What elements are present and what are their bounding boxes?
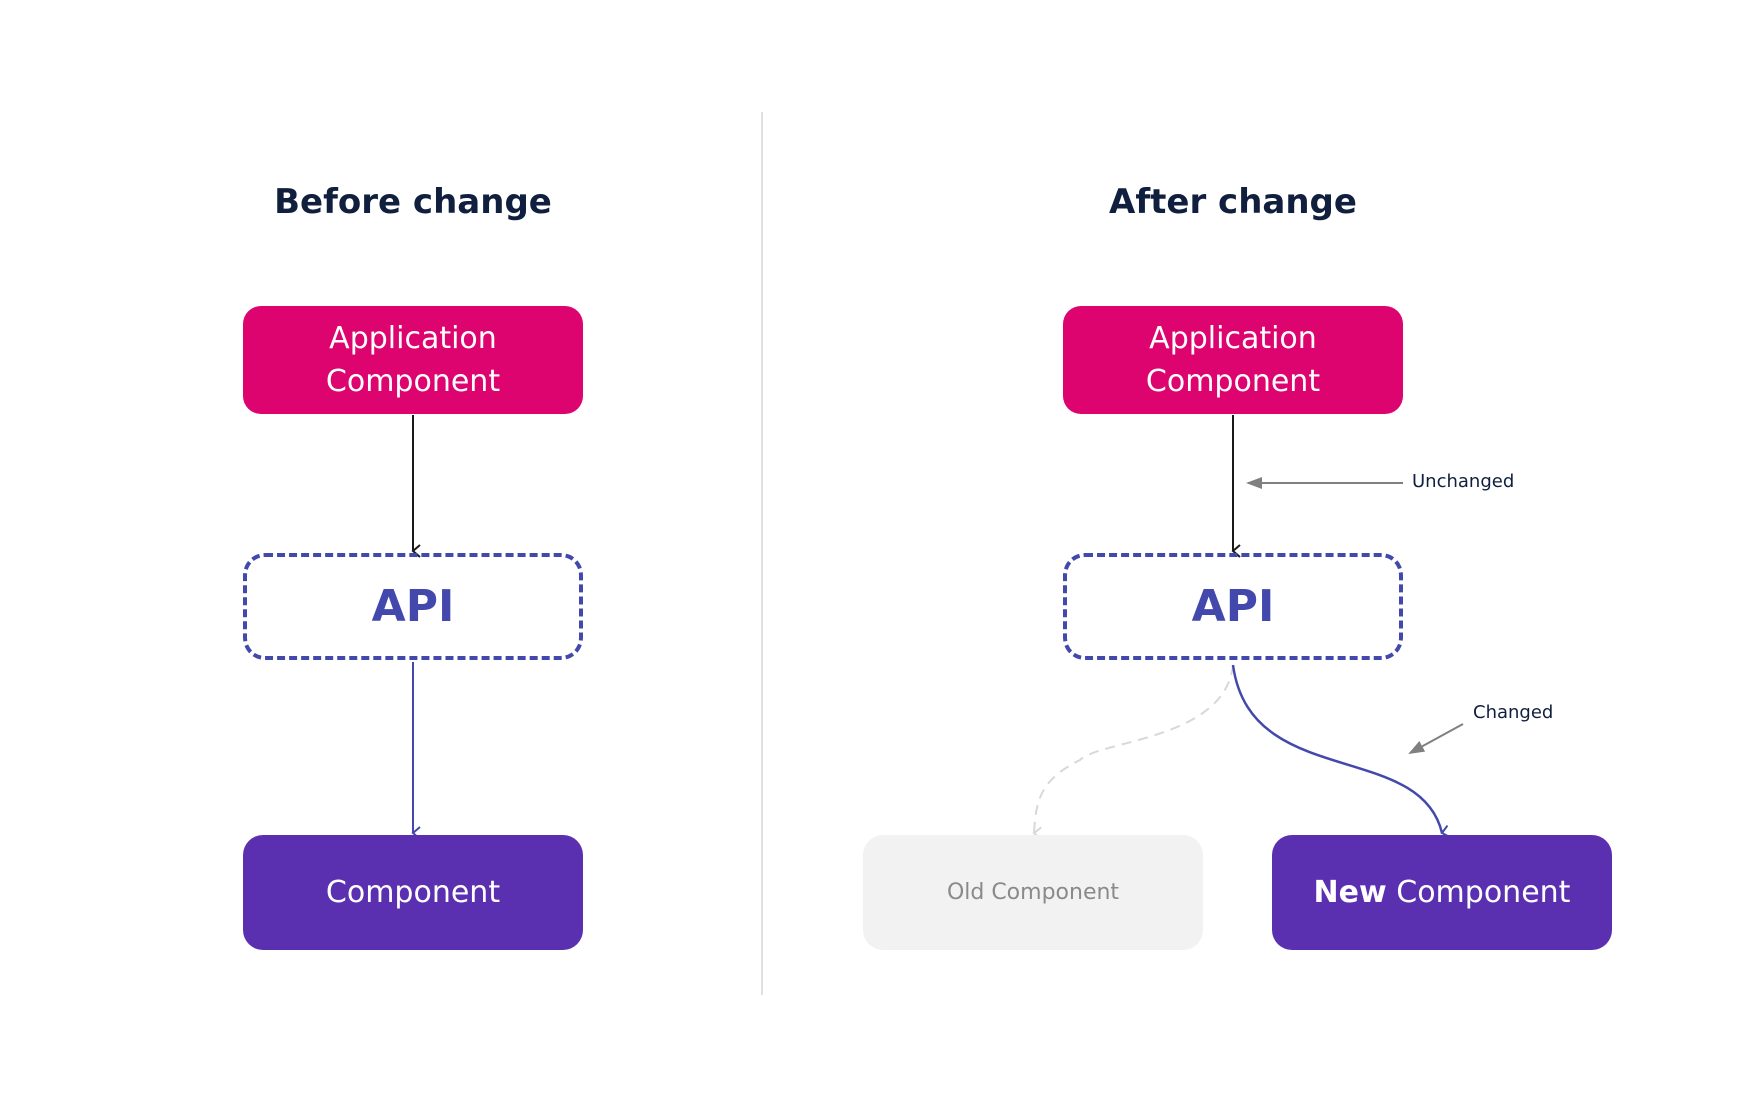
after-api-to-old-component-arrow [1032,664,1234,841]
before-title: Before change [274,182,552,222]
old-component-label: Old Component [946,880,1120,905]
after-api-to-new-component-arrow [1231,664,1451,839]
before-api-label: API [371,581,455,632]
new-component-box: New Component [1272,835,1612,950]
unchanged-annotation-label: Unchanged [1412,471,1515,492]
before-component-label: Component [325,875,501,910]
changed-annotation-arrow [1408,723,1464,754]
before-component-box: Component [243,835,583,950]
before-application-label-line1: Application [329,321,497,356]
old-component-box: Old Component [863,835,1203,950]
new-component-label-rest: Component [1386,875,1571,910]
before-api-box: API [243,553,583,660]
new-component-label-bold: New [1313,875,1387,910]
after-api-box: API [1063,553,1403,660]
new-component-label: New Component [1314,875,1571,910]
after-application-label-line1: Application [1149,321,1317,356]
before-application-label-line2: Component [325,364,501,399]
before-application-component-box: Application Component [243,306,583,414]
after-application-label-line2: Component [1145,364,1321,399]
changed-annotation-label: Changed [1473,702,1554,723]
after-api-label: API [1191,581,1275,632]
after-title: After change [1109,182,1357,222]
after-application-component-box: Application Component [1063,306,1403,414]
